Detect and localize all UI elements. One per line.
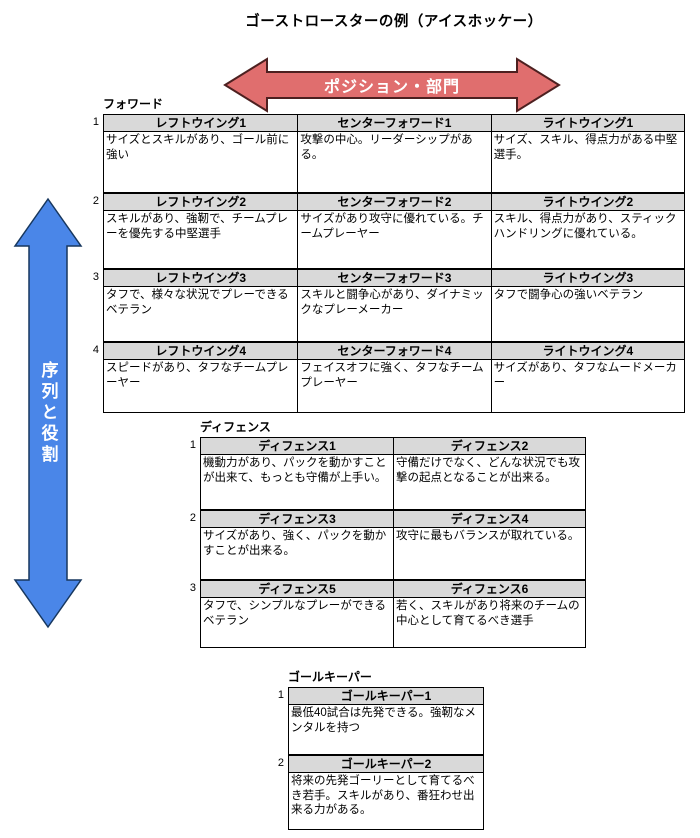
roster-cell-header: レフトウイング3 xyxy=(104,270,298,287)
roster-cell: ライトウイング1 サイズ、スキル、得点力がある中堅選手。 xyxy=(490,115,684,192)
row-number: 1 xyxy=(92,116,99,128)
forward-row-3: 3 レフトウイング3 タフで、様々な状況でプレーできるベテラン センターフォワー… xyxy=(89,269,685,342)
roster-cell: センターフォワード3 スキルと闘争心があり、ダイナミックなプレーメーカー xyxy=(297,270,491,341)
goalkeeper-row-1: 1 ゴールキーパー1 最低40試合は先発できる。強靭なメンタルを持つ xyxy=(274,687,484,755)
roster-cell-body: フェイスオフに強く、タフなチームプレーヤー xyxy=(300,362,484,389)
roster-cell: ディフェンス4 攻守に最もバランスが取れている。 xyxy=(393,511,585,579)
row-number: 1 xyxy=(189,439,196,451)
roster-cell-header: センターフォワード1 xyxy=(298,115,491,132)
roster-cell: ゴールキーパー1 最低40試合は先発できる。強靭なメンタルを持つ xyxy=(289,688,483,754)
goalkeeper-section-label: ゴールキーパー xyxy=(288,670,372,684)
forward-section-label: フォワード xyxy=(103,97,164,111)
roster-cell: ディフェンス5 タフで、シンプルなプレーができるベテラン xyxy=(201,581,393,647)
roster-cell: ライトウイング2 スキル、得点力があり、スティックハンドリングに優れている。 xyxy=(490,194,684,268)
defense-section: ディフェンス 1 ディフェンス1 機動力があり、パックを動かすことが出来て、もっ… xyxy=(186,418,586,648)
roster-cell-header: センターフォワード2 xyxy=(298,194,491,211)
roster-cell-body: 攻守に最もバランスが取れている。 xyxy=(396,530,580,542)
roster-cell-header: ライトウイング2 xyxy=(491,194,684,211)
roster-cell-body: スキルと闘争心があり、ダイナミックなプレーメーカー xyxy=(300,289,484,316)
row-number: 3 xyxy=(92,271,99,283)
position-axis-label: ポジション・部門 xyxy=(323,79,460,96)
roster-cell-body: サイズ、スキル、得点力がある中堅選手。 xyxy=(493,134,678,161)
defense-row-1: 1 ディフェンス1 機動力があり、パックを動かすことが出来て、もっとも守備が上手… xyxy=(186,437,586,510)
roster-cell-body: 最低40試合は先発できる。強靭なメンタルを持つ xyxy=(291,707,477,734)
roster-cell: ディフェンス6 若く、スキルがあり将来のチームの中心として育てるべき選手 xyxy=(393,581,585,647)
roster-cell: ディフェンス1 機動力があり、パックを動かすことが出来て、もっとも守備が上手い。 xyxy=(201,438,393,509)
roster-cell-body: 守備だけでなく、どんな状況でも攻撃の起点となることが出来る。 xyxy=(396,457,580,484)
double-arrow-horizontal-icon xyxy=(223,57,561,113)
forward-section: フォワード 1 レフトウイング1 サイズとスキルがあり、ゴール前に強い センター… xyxy=(89,95,685,413)
roster-cell-body: 攻撃の中心。リーダーシップがある。 xyxy=(300,134,473,161)
defense-section-label: ディフェンス xyxy=(200,420,271,434)
roster-cell-body: スピードがあり、タフなチームプレーヤー xyxy=(106,362,289,389)
roster-cell-header: ライトウイング4 xyxy=(491,343,684,360)
roster-cell-body: サイズとスキルがあり、ゴール前に強い xyxy=(106,134,290,161)
roster-cell-body: スキル、得点力があり、スティックハンドリングに優れている。 xyxy=(493,213,677,240)
goalkeeper-row-2: 2 ゴールキーパー2 将来の先発ゴーリーとして育てるべき若手。スキルがあり、番狂… xyxy=(274,755,484,830)
roster-cell: センターフォワード1 攻撃の中心。リーダーシップがある。 xyxy=(297,115,491,192)
roster-cell-body: タフで闘争心の強いベテラン xyxy=(493,289,644,301)
roster-cell-body: サイズがあり、タフなムードメーカー xyxy=(493,362,677,389)
roster-cell-body: サイズがあり、強く、パックを動かすことが出来る。 xyxy=(203,530,387,557)
row-number: 3 xyxy=(189,582,196,594)
goalkeeper-section: ゴールキーパー 1 ゴールキーパー1 最低40試合は先発できる。強靭なメンタルを… xyxy=(274,668,484,830)
roster-cell-header: ゴールキーパー1 xyxy=(289,688,483,705)
roster-cell-header: レフトウイング1 xyxy=(104,115,298,132)
forward-row-4: 4 レフトウイング4 スピードがあり、タフなチームプレーヤー センターフォワード… xyxy=(89,342,685,413)
page-title: ゴーストロースターの例（アイスホッケー） xyxy=(245,14,543,30)
roster-cell-body: 将来の先発ゴーリーとして育てるべき若手。スキルがあり、番狂わせ出来る力がある。 xyxy=(291,775,475,817)
roster-cell: レフトウイング4 スピードがあり、タフなチームプレーヤー xyxy=(104,343,298,412)
roster-cell: ディフェンス3 サイズがあり、強く、パックを動かすことが出来る。 xyxy=(201,511,393,579)
roster-cell-header: ゴールキーパー2 xyxy=(289,756,483,773)
roster-cell: ライトウイング4 サイズがあり、タフなムードメーカー xyxy=(490,343,684,412)
hierarchy-axis-label: 序列と役割 xyxy=(38,360,58,466)
roster-cell-body: サイズがあり攻守に優れている。チームプレーヤー xyxy=(300,213,484,240)
roster-cell-header: ディフェンス1 xyxy=(201,438,393,455)
double-arrow-horizontal-shape xyxy=(223,57,561,113)
roster-cell-body: タフで、シンプルなプレーができるベテラン xyxy=(203,600,386,627)
defense-row-2: 2 ディフェンス3 サイズがあり、強く、パックを動かすことが出来る。 ディフェン… xyxy=(186,510,586,580)
roster-cell-header: センターフォワード3 xyxy=(298,270,491,287)
row-number: 2 xyxy=(277,757,284,769)
hierarchy-axis-arrow: 序列と役割 xyxy=(8,197,88,629)
hierarchy-axis-label-wrap: 序列と役割 xyxy=(8,197,88,629)
roster-cell-header: ディフェンス4 xyxy=(394,511,585,528)
roster-cell-body: スキルがあり、強靭で、チームプレーを優先する中堅選手 xyxy=(106,213,289,240)
forward-row-1: 1 レフトウイング1 サイズとスキルがあり、ゴール前に強い センターフォワード1… xyxy=(89,114,685,193)
roster-cell-header: ディフェンス6 xyxy=(394,581,585,598)
roster-cell: センターフォワード2 サイズがあり攻守に優れている。チームプレーヤー xyxy=(297,194,491,268)
defense-row-3: 3 ディフェンス5 タフで、シンプルなプレーができるベテラン ディフェンス6 若… xyxy=(186,580,586,648)
roster-cell-header: ディフェンス2 xyxy=(394,438,585,455)
roster-cell-header: ライトウイング1 xyxy=(491,115,684,132)
roster-cell: レフトウイング1 サイズとスキルがあり、ゴール前に強い xyxy=(104,115,298,192)
roster-cell: レフトウイング2 スキルがあり、強靭で、チームプレーを優先する中堅選手 xyxy=(104,194,298,268)
row-number: 2 xyxy=(189,512,196,524)
roster-cell-body: タフで、様々な状況でプレーできるベテラン xyxy=(106,289,289,316)
roster-cell-header: レフトウイング4 xyxy=(104,343,298,360)
roster-cell-header: ディフェンス3 xyxy=(201,511,393,528)
row-number: 1 xyxy=(277,689,284,701)
roster-cell-body: 機動力があり、パックを動かすことが出来て、もっとも守備が上手い。 xyxy=(203,457,387,484)
roster-cell: レフトウイング3 タフで、様々な状況でプレーできるベテラン xyxy=(104,270,298,341)
roster-cell-header: レフトウイング2 xyxy=(104,194,298,211)
position-axis-arrow: ポジション・部門 xyxy=(222,56,562,114)
row-number: 4 xyxy=(92,344,99,356)
forward-row-2: 2 レフトウイング2 スキルがあり、強靭で、チームプレーを優先する中堅選手 セン… xyxy=(89,193,685,269)
roster-cell: センターフォワード4 フェイスオフに強く、タフなチームプレーヤー xyxy=(297,343,491,412)
roster-cell: ゴールキーパー2 将来の先発ゴーリーとして育てるべき若手。スキルがあり、番狂わせ… xyxy=(289,756,483,829)
roster-cell-header: ディフェンス5 xyxy=(201,581,393,598)
roster-cell-header: ライトウイング3 xyxy=(491,270,684,287)
roster-cell: ライトウイング3 タフで闘争心の強いベテラン xyxy=(490,270,684,341)
roster-cell-header: センターフォワード4 xyxy=(298,343,491,360)
roster-cell-body: 若く、スキルがあり将来のチームの中心として育てるべき選手 xyxy=(396,600,580,627)
roster-cell: ディフェンス2 守備だけでなく、どんな状況でも攻撃の起点となることが出来る。 xyxy=(393,438,585,509)
double-arrow-vertical-icon xyxy=(13,197,83,629)
row-number: 2 xyxy=(92,195,99,207)
double-arrow-vertical-shape xyxy=(13,197,83,629)
